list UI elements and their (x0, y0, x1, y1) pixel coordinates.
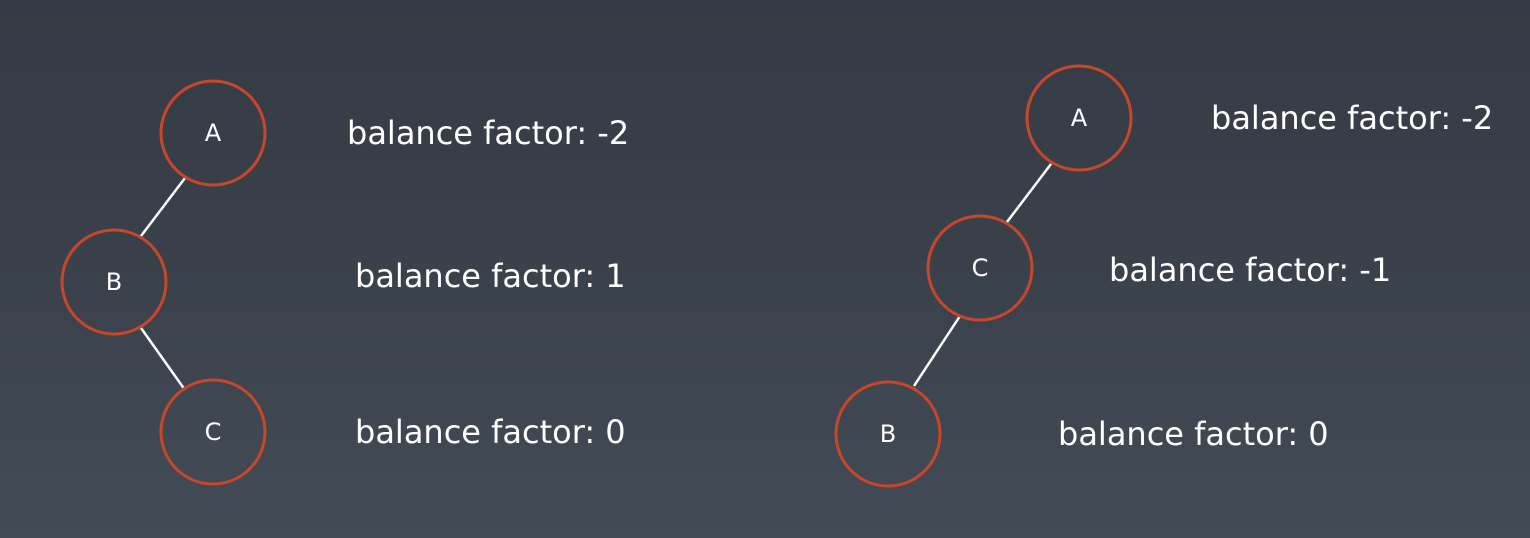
right-node-c-label: C (972, 254, 989, 282)
left-node-a-label: A (205, 119, 222, 147)
left-node-b-circle (60, 228, 168, 336)
right-node-b: B (834, 380, 942, 488)
left-node-a-circle (159, 79, 267, 187)
left-node-a: A (159, 79, 267, 187)
left-balance-factor-a: balance factor: -2 (347, 114, 629, 152)
right-node-b-label: B (880, 420, 896, 448)
right-node-c-circle (926, 214, 1034, 322)
right-node-a: A (1025, 64, 1133, 172)
right-balance-factor-b: balance factor: 0 (1058, 415, 1329, 453)
right-node-c: C (926, 214, 1034, 322)
edge-left-b-c (139, 327, 187, 391)
left-node-b-label: B (106, 268, 122, 296)
left-tree: A B C balance factor: -2 balance factor:… (60, 79, 629, 486)
left-node-c: C (159, 378, 267, 486)
right-node-a-circle (1025, 64, 1133, 172)
left-node-c-label: C (205, 418, 222, 446)
right-tree: A C B balance factor: -2 balance factor:… (834, 64, 1493, 488)
right-balance-factor-a: balance factor: -2 (1211, 99, 1493, 137)
right-node-a-label: A (1071, 104, 1088, 132)
left-balance-factor-b: balance factor: 1 (355, 257, 626, 295)
left-node-b: B (60, 228, 168, 336)
right-node-b-circle (834, 380, 942, 488)
left-balance-factor-c: balance factor: 0 (355, 413, 626, 451)
right-balance-factor-c: balance factor: -1 (1109, 251, 1391, 289)
edge-right-c-b (912, 315, 962, 387)
left-node-c-circle (159, 378, 267, 486)
edge-left-a-b (140, 177, 186, 237)
edge-right-a-c (1006, 163, 1052, 223)
